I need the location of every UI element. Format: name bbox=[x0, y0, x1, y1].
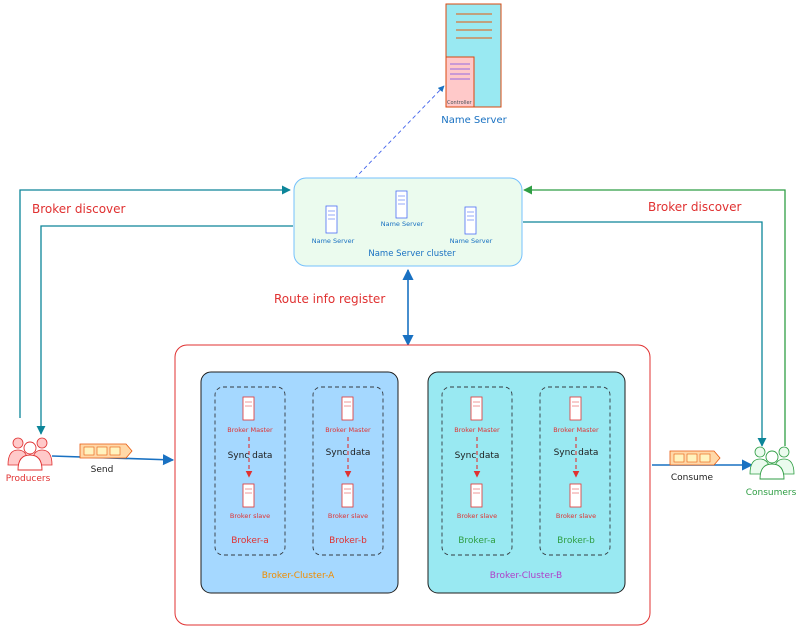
broker-master-icon bbox=[569, 396, 582, 421]
broker-discover-right-label: Broker discover bbox=[648, 200, 742, 214]
broker-slave-icon bbox=[569, 483, 582, 508]
consumers-label: Consumers bbox=[746, 488, 797, 498]
ns-server-label: Name Server bbox=[312, 237, 355, 245]
broker-master-label: Broker Master bbox=[325, 426, 371, 434]
broker-group: Broker Master Sync data Broker slave Bro… bbox=[539, 386, 611, 556]
producers-discover-up-arrow bbox=[19, 185, 291, 418]
controller-box bbox=[445, 56, 475, 108]
broker-master-label: Broker Master bbox=[227, 426, 273, 434]
route-info-register-label: Route info register bbox=[274, 292, 385, 306]
broker-cluster-a-label: Broker-Cluster-A bbox=[262, 571, 335, 581]
ns-sync-arrow bbox=[329, 85, 445, 205]
broker-cluster-b-label: Broker-Cluster-B bbox=[490, 571, 562, 581]
broker-discover-left-label: Broker discover bbox=[32, 202, 126, 216]
broker-name-label: Broker-b bbox=[329, 536, 367, 546]
sync-data-label: Sync data bbox=[228, 451, 273, 461]
broker-group: Broker Master Sync data Broker slave Bro… bbox=[312, 386, 384, 556]
producers-label: Producers bbox=[6, 474, 51, 484]
broker-slave-label: Broker slave bbox=[328, 512, 368, 520]
broker-name-label: Broker-a bbox=[458, 536, 496, 546]
producers-discover-down-arrow bbox=[36, 225, 293, 435]
send-label: Send bbox=[91, 465, 114, 475]
broker-slave-label: Broker slave bbox=[230, 512, 270, 520]
broker-master-icon bbox=[470, 396, 483, 421]
broker-cluster-b-box bbox=[427, 371, 626, 594]
broker-master-label: Broker Master bbox=[553, 426, 599, 434]
ns-server-label: Name Server bbox=[381, 220, 424, 228]
consumers-icon bbox=[749, 446, 795, 480]
broker-master-label: Broker Master bbox=[454, 426, 500, 434]
sync-data-label: Sync data bbox=[554, 448, 599, 458]
ns-server-icon bbox=[464, 206, 477, 235]
controller-label: Controller bbox=[447, 100, 473, 106]
name-server-top-label: Name Server bbox=[441, 115, 507, 126]
message-icon bbox=[79, 443, 133, 459]
broker-slave-icon bbox=[242, 483, 255, 508]
producers-icon bbox=[7, 437, 53, 471]
broker-group: Broker Master Sync data Broker slave Bro… bbox=[214, 386, 286, 556]
broker-slave-label: Broker slave bbox=[457, 512, 497, 520]
name-server-top: Controller bbox=[445, 3, 502, 108]
broker-name-label: Broker-b bbox=[557, 536, 595, 546]
broker-name-label: Broker-a bbox=[231, 536, 269, 546]
broker-slave-label: Broker slave bbox=[556, 512, 596, 520]
broker-cluster-a-box bbox=[200, 371, 399, 594]
broker-group: Broker Master Sync data Broker slave Bro… bbox=[441, 386, 513, 556]
sync-data-label: Sync data bbox=[455, 451, 500, 461]
broker-master-icon bbox=[242, 396, 255, 421]
message-icon bbox=[669, 450, 721, 466]
ns-cluster-box bbox=[293, 177, 523, 267]
broker-slave-icon bbox=[470, 483, 483, 508]
consumers-discover-up-arrow bbox=[523, 185, 786, 446]
broker-master-icon bbox=[341, 396, 354, 421]
consume-label: Consume bbox=[671, 473, 714, 483]
ns-server-icon bbox=[325, 205, 338, 234]
ns-server-label: Name Server bbox=[450, 237, 493, 245]
ns-cluster-title: Name Server cluster bbox=[368, 249, 456, 259]
sync-data-label: Sync data bbox=[326, 448, 371, 458]
broker-slave-icon bbox=[341, 483, 354, 508]
ns-server-icon bbox=[395, 190, 408, 219]
consumers-discover-down-arrow bbox=[523, 221, 767, 447]
